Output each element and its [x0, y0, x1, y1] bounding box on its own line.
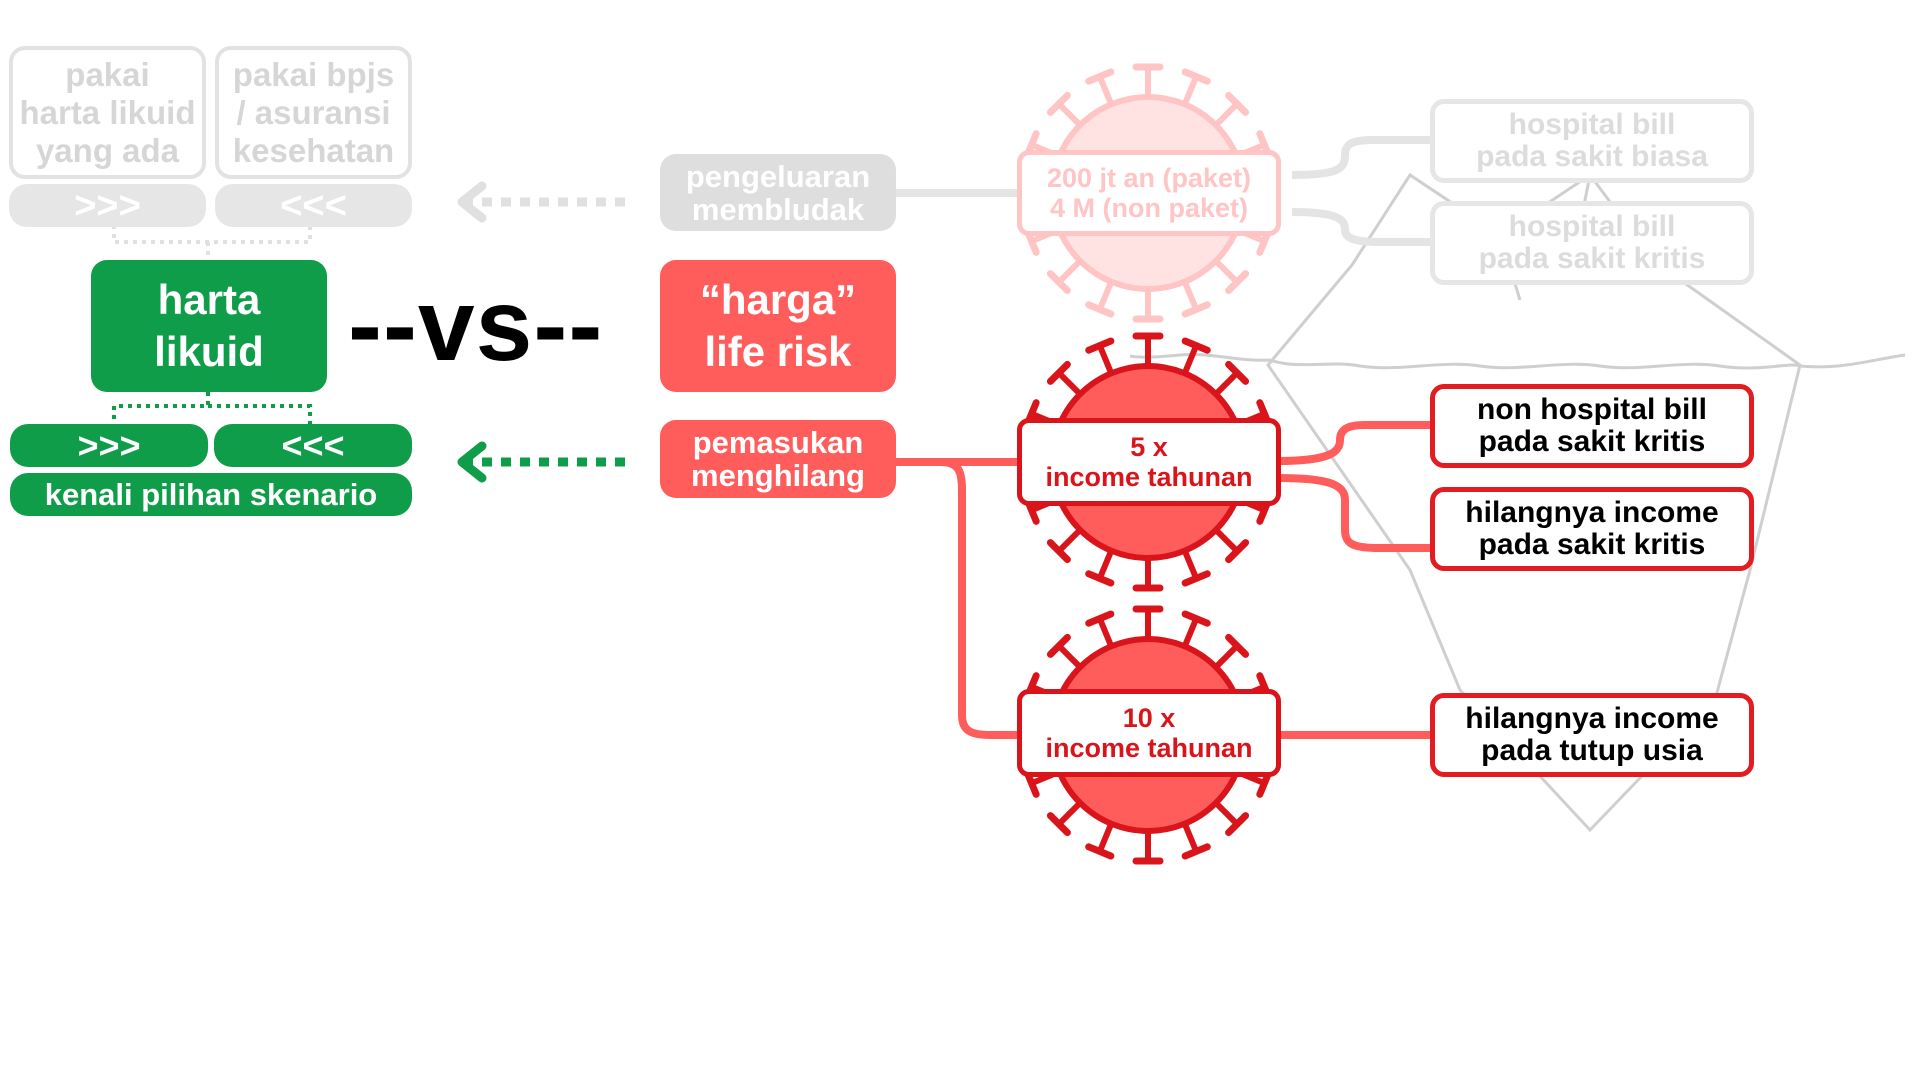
- virus-spike-cap: [1046, 360, 1071, 385]
- virus-spike: [1056, 800, 1083, 827]
- virus-spike: [1181, 822, 1199, 853]
- virus-spike-cap: [1046, 812, 1071, 837]
- hospital-bill-critical-box[interactable]: hospital bill pada sakit kritis: [1430, 201, 1754, 285]
- virus-spike-cap: [1085, 68, 1115, 85]
- virus-spike: [1181, 549, 1199, 580]
- virus-spike-cap: [1046, 270, 1071, 295]
- virus-label-middle: 5 x income tahunan: [1017, 418, 1281, 506]
- virus-spike-cap: [1181, 301, 1211, 318]
- versus-text: --vs--: [348, 268, 604, 382]
- virus-spike: [1213, 643, 1240, 670]
- virus-spike-cap: [1085, 610, 1115, 627]
- virus-spike: [1056, 370, 1083, 397]
- virus-spike: [1213, 527, 1240, 554]
- virus-spike-cap: [1181, 843, 1211, 860]
- gray-arrow: [457, 181, 625, 223]
- virus-spike: [1181, 344, 1199, 375]
- virus-spike: [1097, 344, 1115, 375]
- virus-spike: [1181, 617, 1199, 648]
- virus-spike-cap: [1046, 633, 1071, 658]
- virus-spike-cap: [1046, 539, 1071, 564]
- virus-spike: [1056, 101, 1083, 128]
- virus-label-bottom: 10 x income tahunan: [1017, 689, 1281, 777]
- virus-spike-cap: [1085, 301, 1115, 318]
- virus-spike: [1097, 280, 1115, 311]
- virus-spike: [1213, 101, 1240, 128]
- life-risk-price-box[interactable]: “harga” life risk: [660, 260, 896, 392]
- income-loss-death-box[interactable]: hilangnya income pada tutup usia: [1430, 693, 1754, 777]
- option-bpjs-insurance-faded[interactable]: pakai bpjs / asuransi kesehatan: [215, 46, 412, 179]
- virus-spike: [1056, 258, 1083, 285]
- virus-spike-cap: [1085, 843, 1115, 860]
- scenario-choice-label[interactable]: kenali pilihan skenario: [10, 473, 412, 516]
- red-connectors: [893, 421, 1430, 739]
- virus-spike: [1097, 822, 1115, 853]
- virus-spike-cap: [1181, 68, 1211, 85]
- option-liquid-assets-faded[interactable]: pakai harta likuid yang ada: [9, 46, 206, 179]
- virus-spike-cap: [1181, 337, 1211, 354]
- faded-arrow-right-button[interactable]: >>>: [9, 184, 206, 227]
- green-dotted-connectors: [112, 392, 312, 424]
- virus-spike-cap: [1225, 539, 1250, 564]
- faded-arrow-left-button[interactable]: <<<: [215, 184, 412, 227]
- virus-spike: [1213, 800, 1240, 827]
- income-loss-critical-box[interactable]: hilangnya income pada sakit kritis: [1430, 487, 1754, 571]
- expense-surge-box[interactable]: pengeluaran membludak: [660, 154, 896, 231]
- virus-spike-cap: [1225, 360, 1250, 385]
- virus-spike-cap: [1225, 270, 1250, 295]
- virus-spike: [1181, 75, 1199, 106]
- virus-spike-cap: [1181, 570, 1211, 587]
- virus-spike-cap: [1085, 570, 1115, 587]
- hospital-bill-regular-box[interactable]: hospital bill pada sakit biasa: [1430, 99, 1754, 183]
- virus-spike-cap: [1225, 812, 1250, 837]
- virus-spike-cap: [1225, 91, 1250, 116]
- virus-spike: [1056, 643, 1083, 670]
- virus-spike: [1097, 617, 1115, 648]
- virus-spike: [1213, 258, 1240, 285]
- virus-spike: [1097, 549, 1115, 580]
- arrow-left-button[interactable]: <<<: [214, 424, 412, 467]
- virus-spike-cap: [1181, 610, 1211, 627]
- virus-label-top: 200 jt an (paket) 4 M (non paket): [1017, 150, 1281, 236]
- income-loss-box[interactable]: pemasukan menghilang: [660, 420, 896, 498]
- liquid-assets-box[interactable]: harta likuid: [91, 260, 327, 392]
- virus-spike: [1097, 75, 1115, 106]
- gray-dotted-connectors: [112, 225, 312, 258]
- virus-spike: [1056, 527, 1083, 554]
- virus-spike-cap: [1085, 337, 1115, 354]
- virus-spike: [1213, 370, 1240, 397]
- green-arrow: [457, 441, 625, 483]
- virus-spike-cap: [1225, 633, 1250, 658]
- arrow-right-button[interactable]: >>>: [10, 424, 208, 467]
- virus-spike-cap: [1046, 91, 1071, 116]
- virus-spike: [1181, 280, 1199, 311]
- gray-connectors: [893, 136, 1430, 246]
- non-hospital-bill-box[interactable]: non hospital bill pada sakit kritis: [1430, 384, 1754, 468]
